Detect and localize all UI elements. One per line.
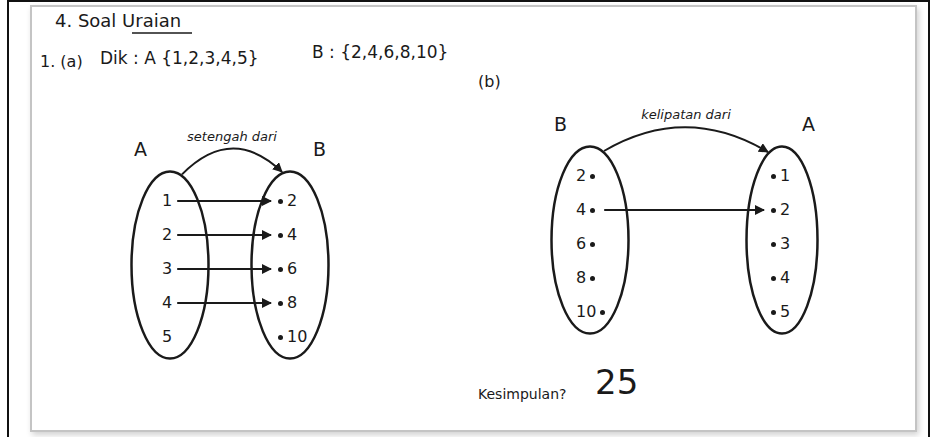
set-element: 10 [272, 326, 309, 348]
element-value: 2 [162, 225, 172, 245]
set-element: 4 [574, 199, 601, 221]
element-dot [771, 174, 776, 179]
set-oval: B246810 [250, 170, 330, 360]
table-rule [8, 0, 929, 2]
element-dot [771, 276, 776, 281]
element-dot [771, 208, 776, 213]
element-value: 5 [162, 327, 172, 347]
element-value: 4 [576, 200, 586, 220]
relation-arrow [604, 127, 768, 152]
note: Dik : A {1,2,3,4,5} [100, 48, 259, 68]
set-element: 10 [574, 301, 611, 323]
element-dot [278, 267, 283, 272]
set-element: 1 [765, 165, 792, 187]
table-rule [7, 0, 9, 437]
element-value: 1 [162, 191, 172, 211]
element-value: 2 [780, 200, 790, 220]
element-dot [771, 310, 776, 315]
note: Kesimpulan? [478, 386, 566, 402]
underline [132, 32, 192, 34]
set-name: B [313, 138, 326, 160]
oval-outline-shape [132, 172, 209, 359]
element-dot [771, 242, 776, 247]
set-element: 2 [765, 199, 792, 221]
relation-name: setengah dari [184, 129, 280, 144]
set-element: 3 [160, 258, 174, 280]
set-element: 4 [160, 292, 174, 314]
set-element: 3 [765, 233, 792, 255]
table-rule [928, 0, 930, 437]
note: (b) [478, 72, 501, 91]
note: 4. Soal Uraian [55, 10, 181, 31]
set-element: 2 [160, 224, 174, 246]
element-dot [590, 242, 595, 247]
element-value: 8 [576, 268, 586, 288]
element-dot [278, 199, 283, 204]
oval-outline-shape [252, 172, 329, 359]
oval-outline-shape [552, 147, 629, 334]
set-element: 2 [574, 165, 601, 187]
set-element: 8 [574, 267, 601, 289]
element-dot [590, 276, 595, 281]
element-value: 3 [162, 259, 172, 279]
set-oval: B246810 [550, 145, 630, 335]
element-value: 8 [287, 293, 297, 313]
element-dot [590, 174, 595, 179]
set-element: 4 [272, 224, 299, 246]
element-dot [278, 233, 283, 238]
element-dot [278, 335, 283, 340]
relation-arrow [182, 149, 282, 175]
note: B : {2,4,6,8,10} [312, 42, 448, 62]
set-element: 5 [160, 326, 174, 348]
set-element: 6 [574, 233, 601, 255]
set-element: 5 [765, 301, 792, 323]
relation-arrow [177, 302, 271, 304]
element-dot [600, 310, 605, 315]
element-value: 4 [162, 293, 172, 313]
element-dot [590, 208, 595, 213]
set-name: A [134, 138, 147, 160]
element-dot [278, 301, 283, 306]
score: 25 [595, 362, 638, 402]
element-value: 6 [287, 259, 297, 279]
relation-arrow [177, 200, 271, 202]
element-value: 10 [576, 302, 596, 322]
element-value: 1 [780, 166, 790, 186]
relation-arrow [177, 234, 271, 236]
oval-outline-shape [747, 147, 818, 334]
set-element: 8 [272, 292, 299, 314]
element-value: 2 [576, 166, 586, 186]
set-name: B [554, 113, 567, 135]
set-oval: A12345 [745, 145, 819, 335]
set-element: 6 [272, 258, 299, 280]
element-value: 3 [780, 234, 790, 254]
set-oval: A12345 [130, 170, 210, 360]
relation-name: kelipatan dari [638, 107, 734, 122]
element-value: 6 [576, 234, 586, 254]
relation-arrow [177, 268, 271, 270]
element-value: 4 [780, 268, 790, 288]
set-element: 1 [160, 190, 174, 212]
set-name: A [802, 113, 815, 135]
element-value: 2 [287, 191, 297, 211]
relation-arrow [604, 209, 764, 211]
element-value: 10 [287, 327, 307, 347]
set-element: 4 [765, 267, 792, 289]
note: 1. (a) [40, 52, 83, 71]
set-element: 2 [272, 190, 299, 212]
element-value: 5 [780, 302, 790, 322]
element-value: 4 [287, 225, 297, 245]
